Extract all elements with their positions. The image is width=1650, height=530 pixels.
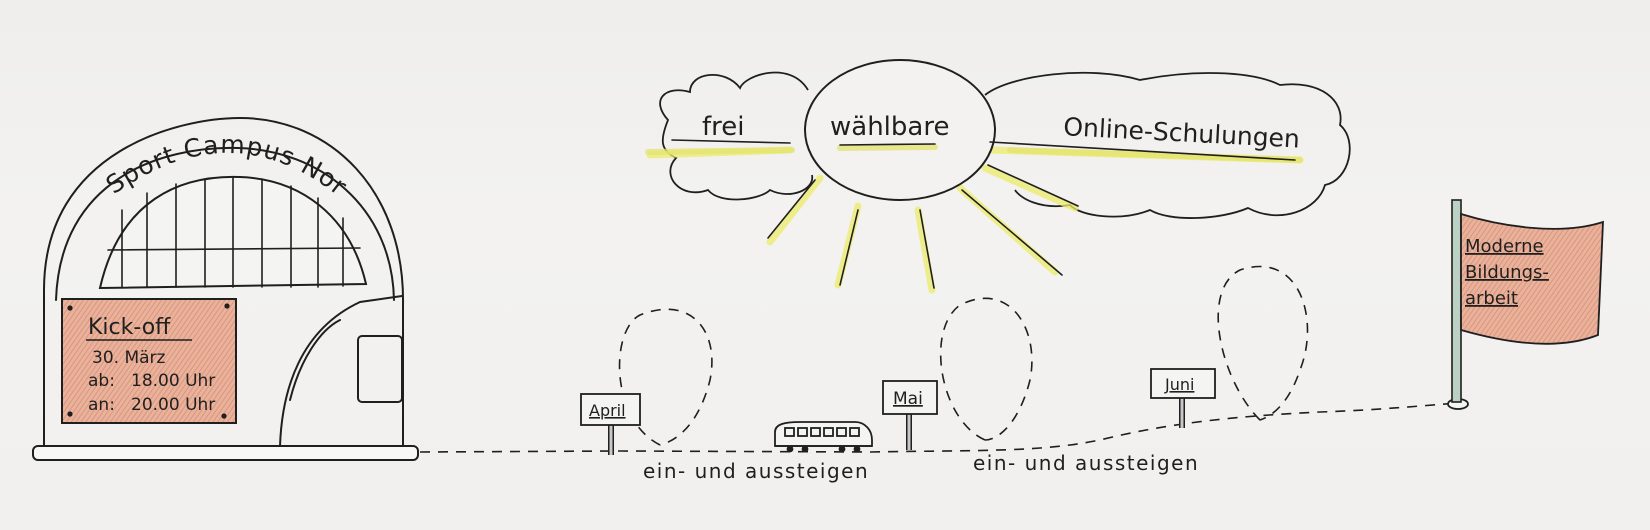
kickoff-start-time: 18.00 Uhr bbox=[131, 371, 215, 391]
kickoff-title: Kick-off bbox=[88, 315, 171, 340]
goal-flag: Moderne Bildungs- arbeit bbox=[1447, 199, 1604, 410]
plaque-board bbox=[61, 298, 237, 424]
caption-ein-und-aussteigen-2: ein- und aussteigen bbox=[973, 451, 1199, 475]
kickoff-end-time: 20.00 Uhr bbox=[131, 395, 215, 415]
flag-cloth bbox=[1460, 212, 1604, 345]
caption-ein-und-aussteigen-1: ein- und aussteigen bbox=[643, 459, 869, 483]
station-sign-board bbox=[882, 380, 938, 415]
banner-word-online-schulungen: Online-Schulungen bbox=[1063, 112, 1301, 153]
left-cloud bbox=[659, 71, 813, 201]
flag-pole bbox=[1451, 199, 1462, 403]
sun bbox=[804, 59, 996, 201]
banner-line bbox=[645, 139, 1303, 163]
kickoff-date: 30. März bbox=[92, 348, 166, 368]
building-window-small bbox=[357, 335, 403, 403]
building-outer-arch bbox=[43, 116, 405, 447]
sport-campus-building bbox=[32, 116, 419, 461]
tunnel-inner bbox=[289, 319, 341, 401]
kickoff-end-label: an: bbox=[88, 395, 115, 415]
building-base bbox=[32, 445, 419, 461]
building-inner-arch bbox=[55, 146, 395, 301]
window-grid bbox=[107, 176, 361, 288]
flag-line-3: arbeit bbox=[1465, 288, 1518, 309]
kickoff-start-label: ab: bbox=[88, 371, 115, 391]
station-label: Juni bbox=[1164, 375, 1194, 394]
journey-path bbox=[419, 402, 1459, 453]
station-april: April bbox=[580, 393, 641, 455]
banner-word-frei: frei bbox=[702, 112, 745, 142]
station-sign-board bbox=[1150, 368, 1216, 399]
station-label: Mai bbox=[893, 389, 923, 409]
station-label: April bbox=[589, 401, 626, 420]
station-sign-board bbox=[580, 393, 641, 426]
train-icon bbox=[774, 421, 873, 453]
flag-line-2: Bildungs- bbox=[1465, 262, 1549, 283]
station-mai: Mai bbox=[882, 380, 938, 450]
tunnel-opening bbox=[279, 295, 403, 447]
right-cloud bbox=[984, 71, 1351, 219]
journey-loops bbox=[618, 265, 1309, 446]
flag-line-1: Moderne bbox=[1465, 236, 1544, 257]
station-juni: Juni bbox=[1150, 368, 1216, 428]
kickoff-plaque: Kick-off 30. März ab: 18.00 Uhr an: 20.0… bbox=[61, 298, 237, 424]
banner-word-waehlbare: wählbare bbox=[830, 112, 949, 142]
building-sign-text: Sport Campus Nord bbox=[0, 0, 353, 201]
